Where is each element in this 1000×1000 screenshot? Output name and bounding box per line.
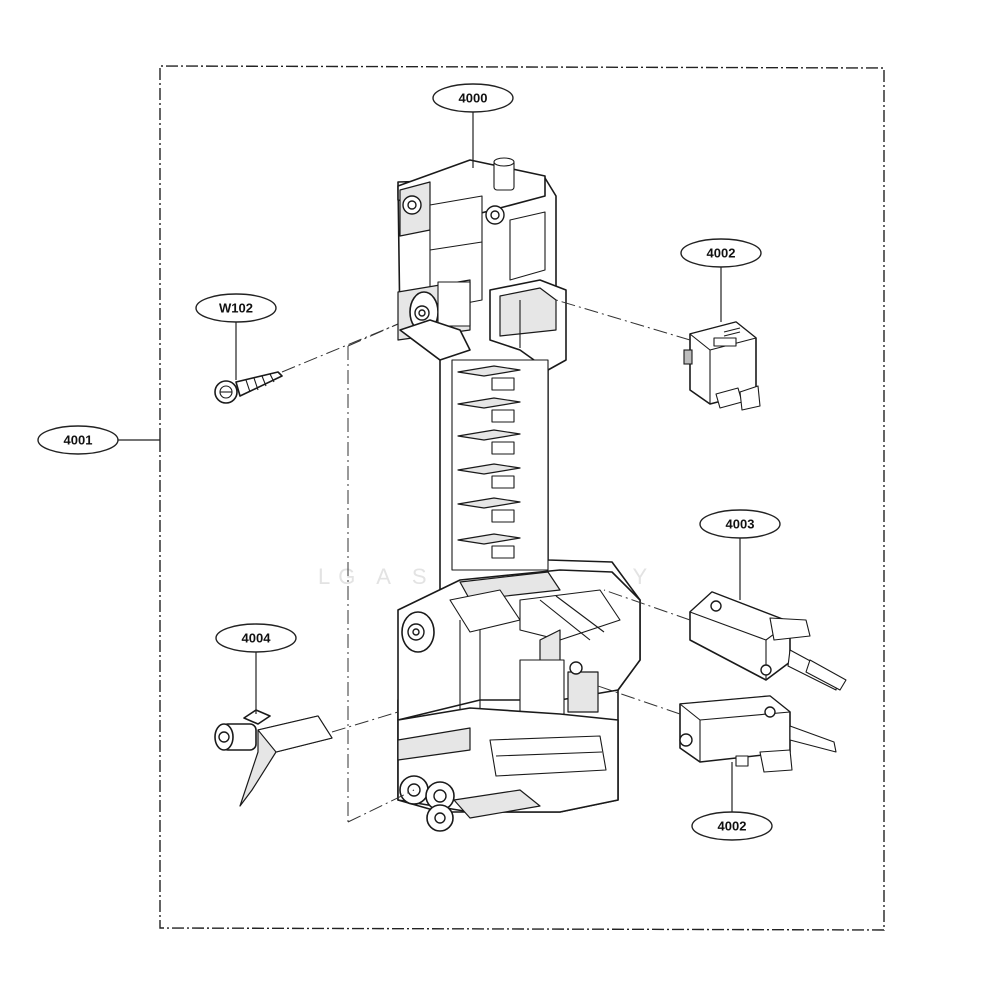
micro-switch-4002-bottom (597, 685, 837, 773)
ladder-ribs (457, 365, 521, 559)
callout-4003-label: 4003 (726, 517, 755, 532)
callout-4002-bottom-label: 4002 (718, 819, 747, 834)
callout-4002-bottom: 4002 (691, 762, 773, 841)
callout-4000: 4000 (432, 83, 514, 168)
callout-w102-label: W102 (219, 301, 253, 316)
micro-switch-4003 (603, 589, 847, 691)
callout-4004-label: 4004 (242, 631, 272, 646)
callout-4000-label: 4000 (459, 91, 488, 106)
callout-4001: 4001 (37, 425, 160, 455)
micro-switch-4002-top (555, 299, 761, 411)
callout-4004: 4004 (215, 623, 297, 714)
assembly-frame (159, 65, 885, 931)
latch-board-4000 (397, 157, 641, 832)
callout-4001-label: 4001 (64, 433, 93, 448)
callout-4003: 4003 (699, 509, 781, 600)
latch-lever-4004 (214, 709, 399, 807)
callout-w102: W102 (195, 293, 277, 380)
screw-w102 (214, 323, 399, 404)
callout-4002-top: 4002 (680, 238, 762, 322)
callout-4002-top-label: 4002 (707, 246, 736, 261)
